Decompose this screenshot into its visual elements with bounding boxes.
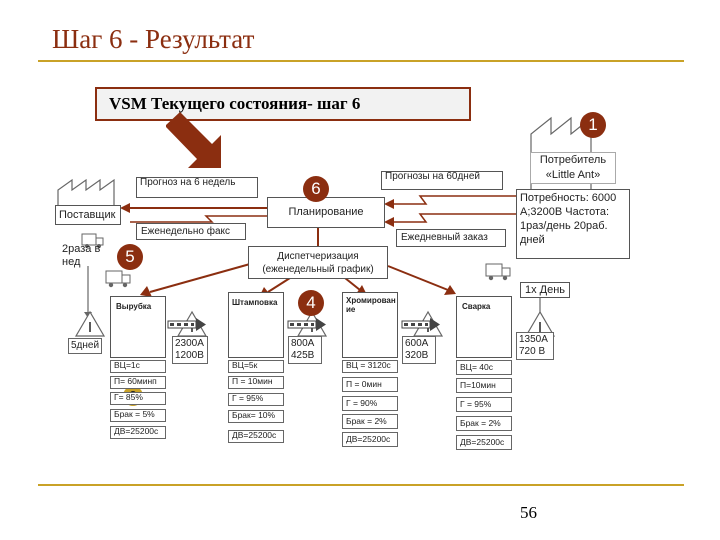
process-name: Хромирование — [346, 296, 396, 314]
customer-name: Потребитель «Little Ant» — [530, 152, 616, 184]
inventory-label: 1350А 720 В — [516, 332, 554, 360]
inventory-label: 5дней — [68, 338, 102, 354]
process-box: Штамповка — [228, 292, 284, 358]
process-param: Брак = 5% — [110, 409, 166, 422]
process-param: ВЦ=5к — [228, 360, 284, 373]
process-param: Брак= 10% — [228, 410, 284, 423]
supplier-delivery-label: 2раза в нед — [62, 243, 101, 268]
marker-1: 1 — [580, 112, 606, 138]
process-param: Брак = 2% — [342, 414, 398, 429]
forecast-6-weeks-label: Прогноз на 6 недель — [136, 177, 258, 198]
planning-box: Планирование — [267, 197, 385, 228]
slide-title: Шаг 6 - Результат — [52, 24, 255, 54]
footer-divider — [38, 484, 684, 486]
process-box: Сварка — [456, 296, 512, 358]
title-divider — [38, 60, 684, 62]
page-number: 56 — [520, 503, 537, 522]
forecast-60-days-label: Прогнозы на 60дней — [381, 171, 503, 190]
vsm-banner: VSM Текущего состояния- шаг 6 — [95, 87, 471, 121]
process-param: П = 10мин — [228, 376, 284, 389]
marker-4: 4 — [298, 290, 324, 316]
customer-delivery-label: 1х День — [520, 282, 570, 298]
process-name: Сварка — [462, 302, 491, 311]
process-param: ВЦ=1с — [110, 360, 166, 373]
process-box: Хромирование — [342, 292, 398, 358]
process-param: ДВ=25200с — [456, 435, 512, 450]
process-param: ДВ=25200с — [342, 432, 398, 447]
process-param: Брак = 2% — [456, 416, 512, 431]
process-param: ДВ=25200с — [110, 426, 166, 439]
supplier-truck-2-icon — [105, 270, 131, 288]
customer-truck-icon — [485, 263, 511, 281]
process-param: Г = 90% — [342, 396, 398, 411]
process-param: ДВ=25200с — [228, 430, 284, 443]
process-param: Г= 85% — [110, 392, 166, 405]
inventory-label: 800А 425В — [288, 336, 322, 364]
process-param: П= 60минп — [110, 376, 166, 389]
process-param: ВЦ = 3120с — [342, 360, 398, 373]
supplier-truck-icon — [81, 233, 104, 248]
process-box: Вырубка — [110, 296, 166, 358]
process-param: П = 0мин — [342, 377, 398, 392]
weekly-fax-label: Еженедельно факс — [136, 223, 246, 240]
daily-order-label: Ежедневный заказ — [396, 229, 506, 247]
process-param: Г = 95% — [456, 397, 512, 412]
process-param: П=10мин — [456, 378, 512, 393]
big-arrow-icon — [166, 112, 221, 168]
customer-demand: Потребность: 6000 А;3200В Частота: 1раз/… — [516, 189, 630, 259]
process-name: Штамповка — [232, 298, 278, 307]
dispatch-box: Диспетчеризация (еженедельный график) — [248, 246, 388, 279]
process-name: Вырубка — [116, 302, 152, 311]
marker-6: 6 — [303, 176, 329, 202]
supplier-name: Поставщик — [55, 205, 121, 225]
inventory-label: 600А 320В — [402, 336, 436, 364]
process-param: Г = 95% — [228, 393, 284, 406]
inventory-label: 2300А 1200В — [172, 336, 208, 364]
process-param: ВЦ= 40с — [456, 360, 512, 375]
marker-5: 5 — [117, 244, 143, 270]
push-arrow-icons — [167, 318, 440, 331]
